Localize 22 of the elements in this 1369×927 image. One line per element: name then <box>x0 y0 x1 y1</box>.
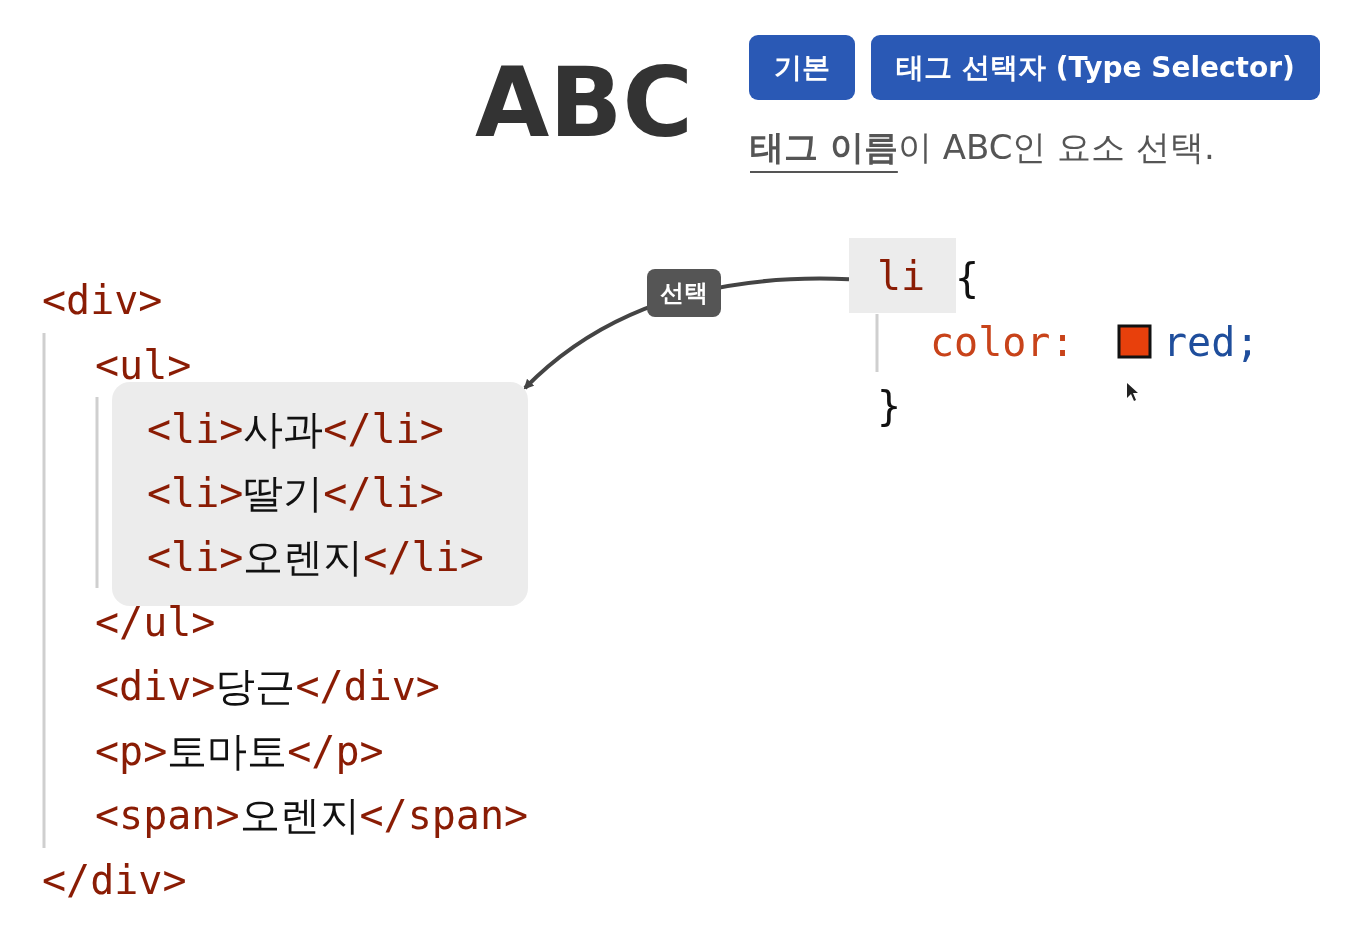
code-line: <span>오렌지</span> <box>95 791 529 840</box>
edge-label: 선택 <box>647 269 721 317</box>
code-line: </div> <box>42 856 187 905</box>
subtitle: 태그 이름이 ABC인 요소 선택. <box>750 126 1215 169</box>
tab-button: 태그 선택자 (Type Selector) <box>871 35 1320 100</box>
code-line: <ul> <box>95 341 192 390</box>
brace: { <box>955 254 980 303</box>
property-name: color: <box>930 318 1075 367</box>
title: ABC <box>475 46 693 161</box>
selector-highlight <box>849 238 956 313</box>
code-line: <p>토마토</p> <box>95 727 384 776</box>
tab-button: 기본 <box>749 35 855 100</box>
selector-text: li <box>877 252 926 301</box>
code-line: <div> <box>42 276 163 325</box>
code-line: </ul> <box>95 598 216 647</box>
highlight-box <box>112 382 528 606</box>
code-line: <li>사과</li> <box>147 405 444 454</box>
brace: } <box>877 382 902 431</box>
code-line: <div>당근</div> <box>95 662 440 711</box>
property-value: red; <box>1163 318 1260 367</box>
code-line: <li>오렌지</li> <box>147 533 484 582</box>
code-line: <li>딸기</li> <box>147 469 444 518</box>
